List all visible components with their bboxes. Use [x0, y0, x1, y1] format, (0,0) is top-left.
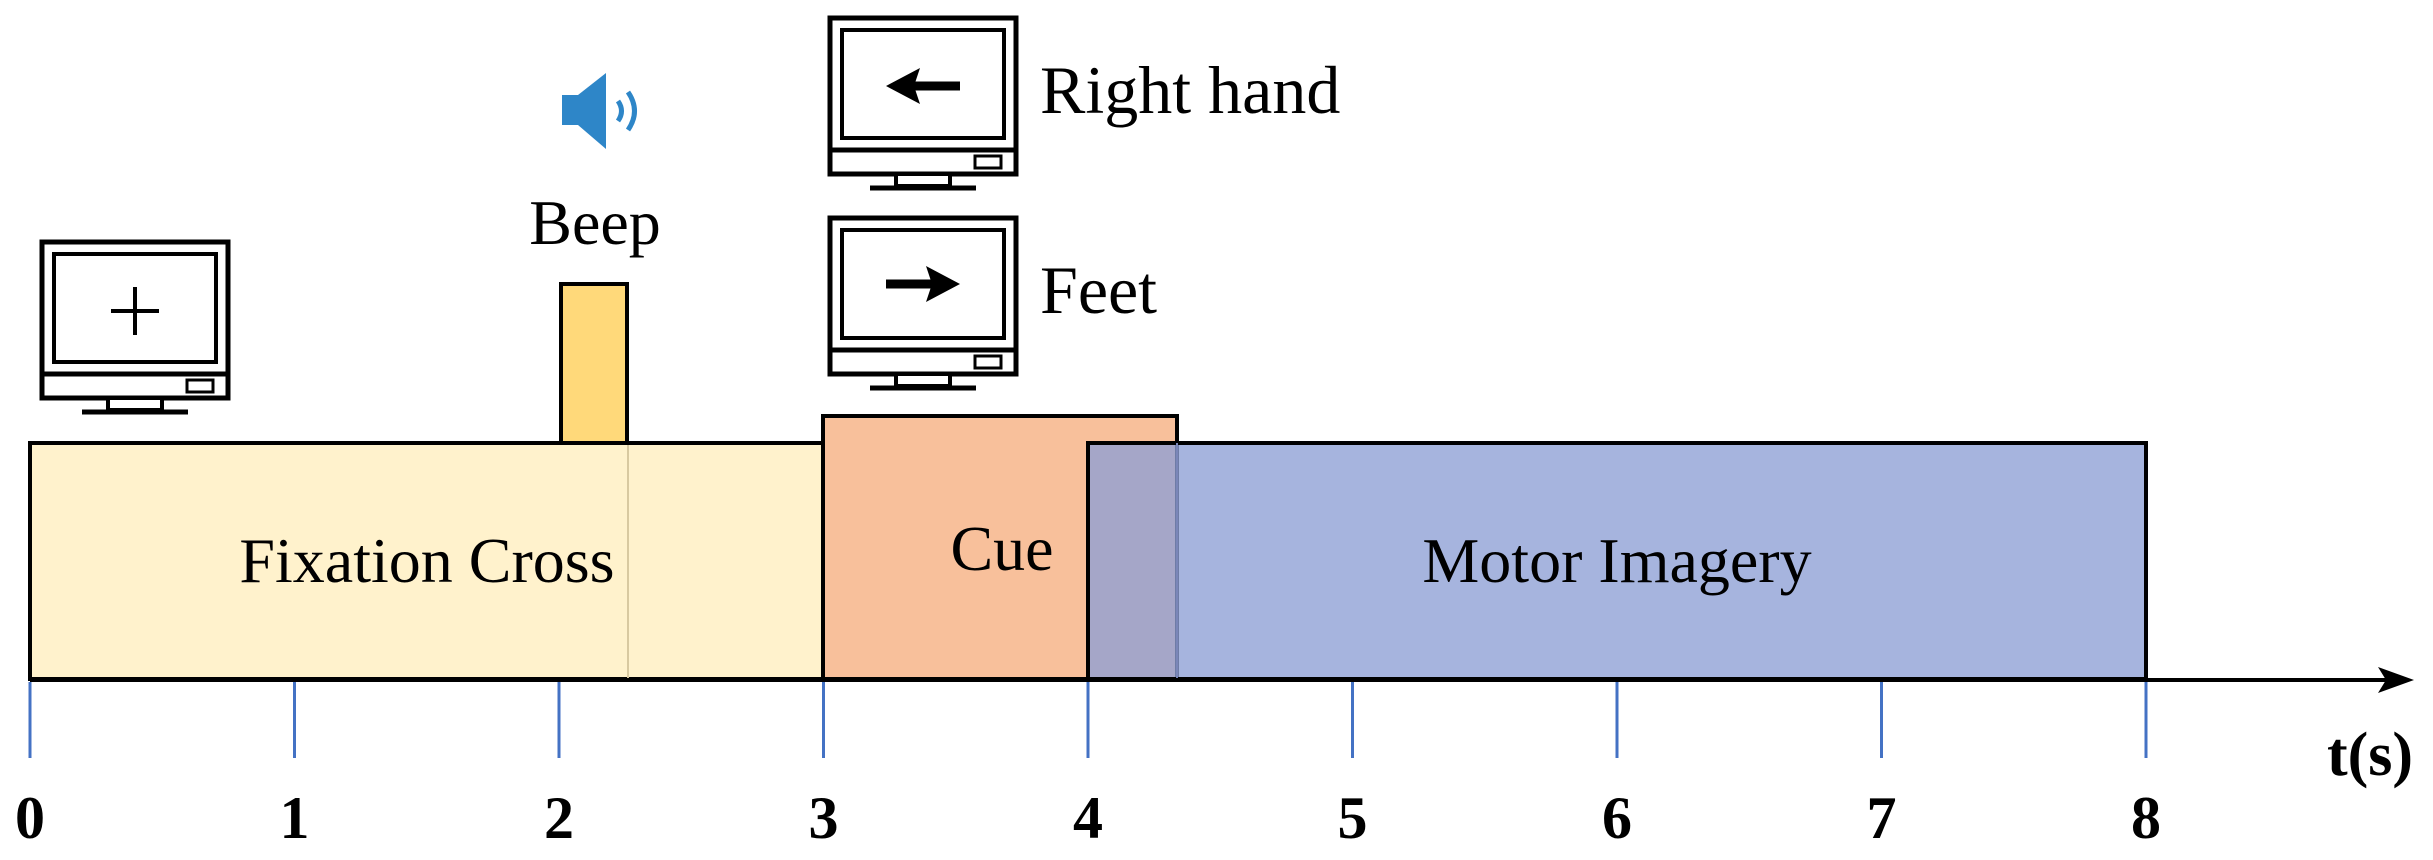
motor-imagery-label: Motor Imagery — [1422, 525, 1811, 596]
speaker-icon — [562, 73, 637, 149]
feet-label: Feet — [1040, 252, 1157, 328]
time-axis-tick-label: 6 — [1602, 785, 1632, 851]
time-axis-arrowhead — [2378, 667, 2414, 693]
left-arrow-monitor-icon — [827, 15, 1019, 191]
time-axis-tick-label: 7 — [1867, 785, 1897, 851]
time-axis-ticks: 0 1 2 3 4 5 6 7 8 — [15, 682, 2161, 851]
time-axis-tick-label: 2 — [544, 785, 574, 851]
time-axis-tick-label: 0 — [15, 785, 45, 851]
beep-label: Beep — [529, 187, 661, 258]
beep-bar — [559, 282, 629, 445]
cross-monitor-icon — [39, 239, 231, 415]
right-hand-label: Right hand — [1040, 52, 1340, 128]
time-axis-tick-label: 8 — [2131, 785, 2161, 851]
time-axis-tick-label: 1 — [280, 785, 310, 851]
time-axis-unit-label: t(s) — [2327, 721, 2413, 789]
time-axis-tick-label: 5 — [1338, 785, 1368, 851]
cue-label: Cue — [950, 513, 1053, 584]
time-axis-tick-label: 3 — [809, 785, 839, 851]
time-axis-tick-label: 4 — [1073, 785, 1103, 851]
fixation-cross-phase-box — [28, 441, 825, 681]
right-arrow-monitor-icon — [827, 215, 1019, 391]
motor-imagery-phase-box — [1086, 441, 2148, 681]
fixation-cross-label: Fixation Cross — [239, 525, 614, 596]
